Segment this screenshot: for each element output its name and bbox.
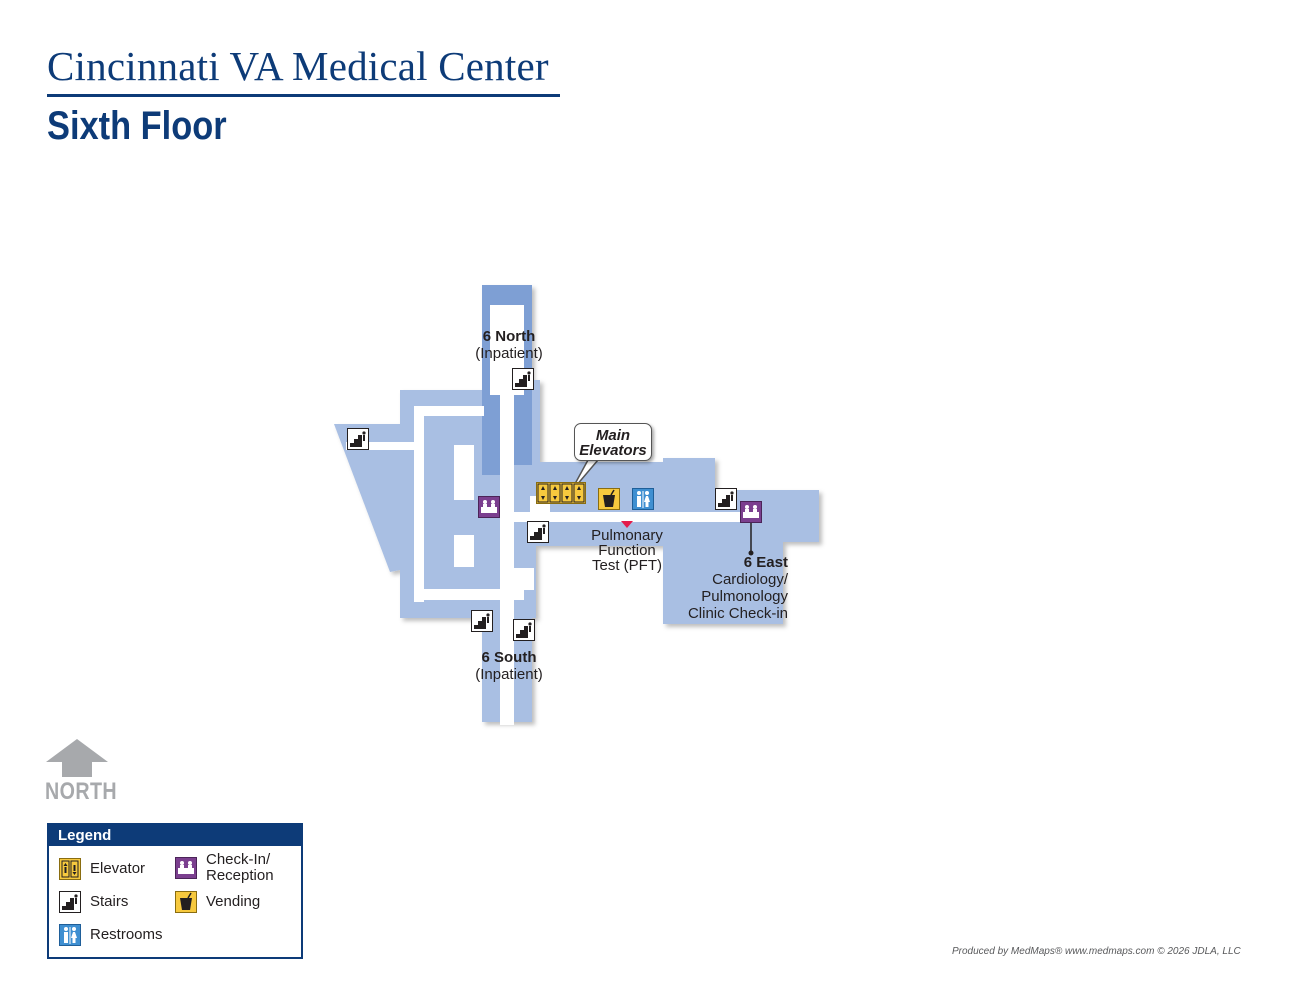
legend-label: Vending: [206, 893, 261, 910]
legend-item-check-in: Check-In/ Reception: [175, 852, 274, 884]
east-clinic-line1: Cardiology/: [712, 571, 788, 588]
legend-label: Restrooms: [90, 926, 163, 943]
footer-credit: Produced by MedMaps® www.medmaps.com © 2…: [952, 946, 1241, 957]
main-elevators-line1: Main: [595, 427, 631, 444]
stairs-icon: [527, 521, 549, 543]
pft-line1: Pulmonary: [591, 527, 663, 544]
check-in-icon: [478, 496, 500, 518]
legend-item-restrooms: Restrooms: [59, 924, 163, 946]
east-clinic-line2: Pulmonology: [701, 588, 788, 605]
check-in-icon: [740, 501, 762, 523]
stairs-icon: [471, 610, 493, 632]
main-elevators-line2: Elevators: [579, 442, 647, 459]
legend-label: Stairs: [90, 893, 129, 910]
pft-line2: Function: [598, 542, 656, 559]
north-unit-title: 6 North: [482, 328, 536, 345]
stairs-icon: [513, 619, 535, 641]
floor-title: Sixth Floor: [47, 104, 227, 148]
south-unit-title: 6 South: [481, 649, 537, 666]
elevator-icon: [536, 482, 586, 504]
pft-marker: [621, 521, 633, 528]
pft-line3: Test (PFT): [592, 557, 662, 574]
stairs-icon: [59, 891, 81, 913]
main-elevators-callout: Main Elevators: [574, 423, 652, 461]
east-block-lower: [663, 530, 783, 624]
legend-label: Reception: [206, 867, 274, 884]
east-clinic-line3: Clinic Check-in: [687, 605, 788, 622]
south-unit-sub: (Inpatient): [475, 666, 543, 683]
title-rule: [47, 94, 560, 97]
legend-item-vending: Vending: [175, 891, 260, 913]
north-unit-label: 6 North (Inpatient): [466, 328, 552, 362]
north-annex: [532, 380, 540, 465]
legend-title: Legend: [49, 825, 301, 846]
north-arrow-icon: [46, 739, 108, 777]
legend-item-elevator: Elevator: [59, 858, 145, 880]
vending-icon: [598, 488, 620, 510]
north-label: NORTH: [45, 778, 118, 805]
west-wing: [334, 424, 400, 572]
stairs-icon: [715, 488, 737, 510]
page-title: Cincinnati VA Medical Center: [47, 43, 549, 89]
legend: Legend Elevator Check-In/ Reception Stai…: [47, 823, 303, 959]
east-clinic-label: 6 East Cardiology/ Pulmonology Clinic Ch…: [670, 554, 788, 622]
check-in-icon: [175, 857, 197, 879]
legend-label: Check-In/: [206, 851, 271, 868]
elevator-icon: [59, 858, 81, 880]
south-unit-label: 6 South (Inpatient): [466, 649, 552, 683]
restroom-icon: [59, 924, 81, 946]
vending-icon: [175, 891, 197, 913]
stairs-icon: [512, 368, 534, 390]
legend-label: Elevator: [90, 860, 146, 877]
stairs-icon: [347, 428, 369, 450]
north-unit-sub: (Inpatient): [475, 345, 543, 362]
pft-label: Pulmonary Function Test (PFT): [580, 528, 674, 573]
restroom-icon: [632, 488, 654, 510]
east-clinic-title: 6 East: [743, 554, 788, 571]
legend-item-stairs: Stairs: [59, 891, 128, 913]
